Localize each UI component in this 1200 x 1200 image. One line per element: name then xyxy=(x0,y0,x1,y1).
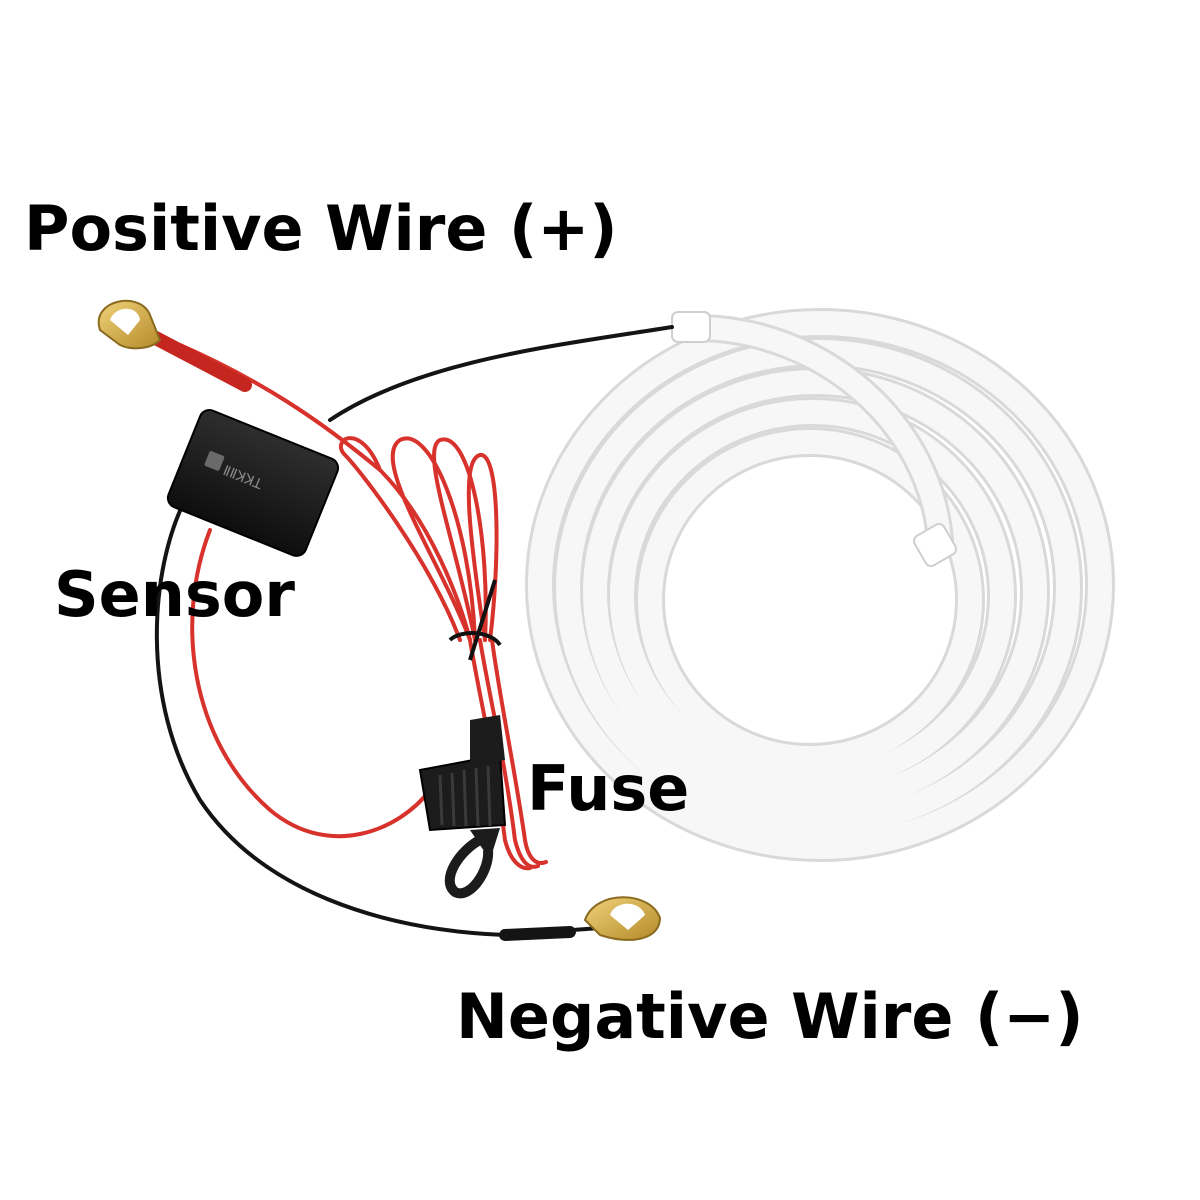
black-wire xyxy=(154,325,674,941)
fuse-label: Fuse xyxy=(527,752,690,825)
tube-end-cap xyxy=(671,311,711,343)
sensor-label: Sensor xyxy=(54,558,295,631)
zip-tie xyxy=(448,579,502,661)
positive-terminal xyxy=(97,299,162,350)
tube-end-cap xyxy=(912,522,958,568)
neon-tube-coil xyxy=(525,308,1115,862)
positive-wire-label: Positive Wire (+) xyxy=(24,192,618,265)
fuse-holder xyxy=(418,715,507,899)
negative-wire-label: Negative Wire (−) xyxy=(456,980,1084,1053)
sensor-box xyxy=(166,409,340,557)
heat-shrink-red xyxy=(143,328,252,392)
negative-terminal xyxy=(583,896,662,941)
